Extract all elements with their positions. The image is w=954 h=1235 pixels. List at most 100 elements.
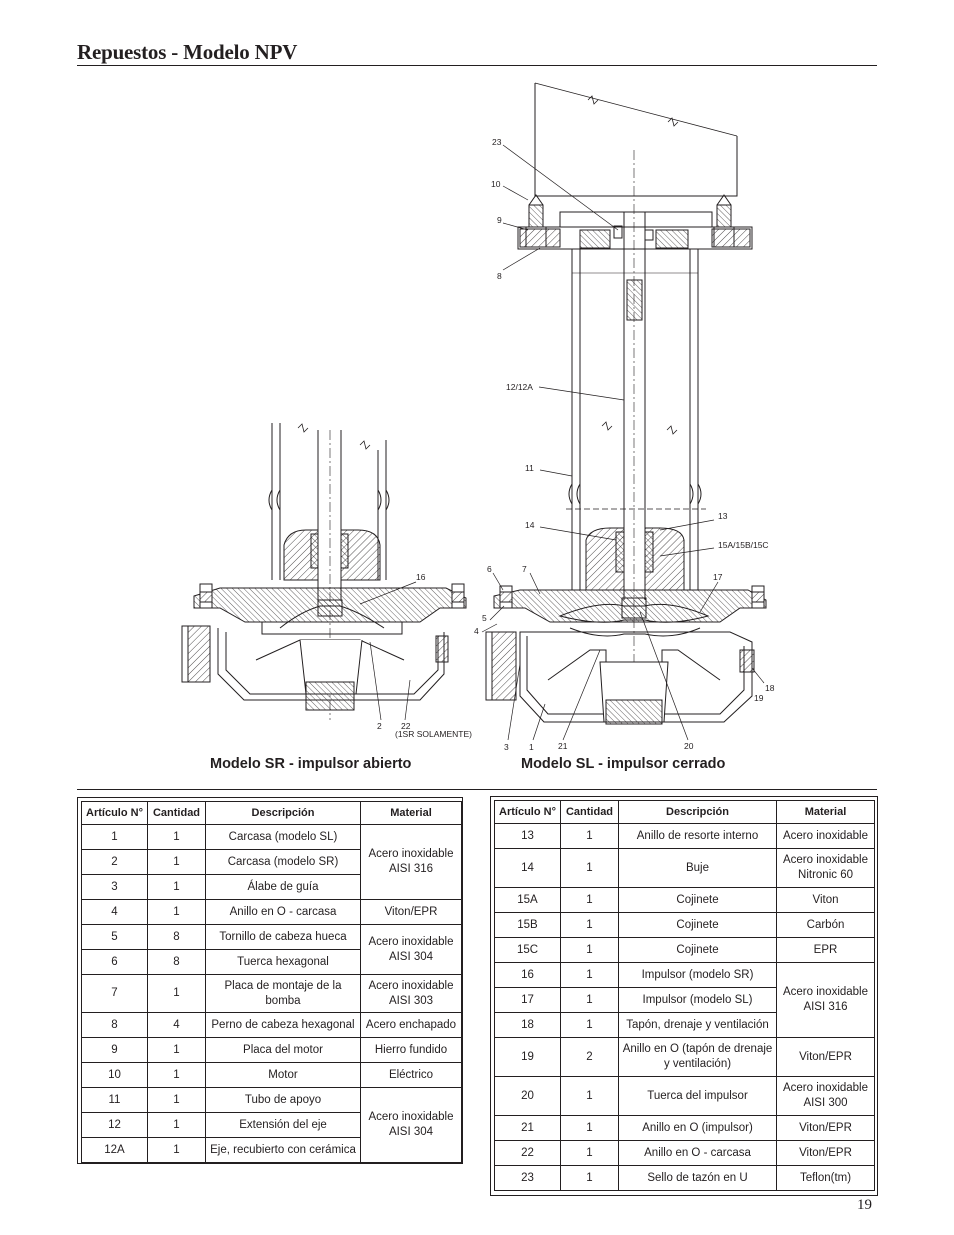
cell-qty: 1 [560, 1076, 619, 1116]
table-row: 15C 1 Cojinete EPR [494, 937, 875, 963]
table-row: 2 1 Carcasa (modelo SR) [81, 849, 462, 875]
table-header-row: Artículo N° Cantidad Descripción Materia… [494, 800, 875, 824]
cell-qty: 1 [147, 1062, 206, 1088]
callout-22: 22 [401, 721, 411, 731]
cell-material: Acero enchapado [360, 1012, 462, 1038]
cell-desc: Impulsor (modelo SL) [618, 987, 777, 1013]
cell-desc: Anillo en O (tapón de drenaje y ventilac… [618, 1037, 777, 1077]
cell-desc: Buje [618, 848, 777, 888]
callout-1: 1 [529, 742, 534, 752]
cell-material: Viton/EPR [776, 1115, 875, 1141]
callout-8: 8 [497, 271, 502, 281]
table-row: 6 8 Tuerca hexagonal [81, 949, 462, 975]
cell-qty: 1 [560, 848, 619, 888]
cell-material: Carbón [776, 912, 875, 938]
callout-20: 20 [684, 741, 694, 751]
cell-material: Eléctrico [360, 1062, 462, 1088]
cell-qty: 8 [147, 924, 206, 950]
cell-desc: Impulsor (modelo SR) [618, 962, 777, 988]
header-desc: Descripción [205, 801, 361, 825]
table-row: 10 1 Motor Eléctrico [81, 1062, 462, 1088]
cell-item: 10 [81, 1062, 148, 1088]
parts-table-left: Artículo N° Cantidad Descripción Materia… [77, 797, 463, 1164]
cell-qty: 1 [147, 1112, 206, 1138]
cell-material: Acero inoxidable Nitronic 60 [776, 848, 875, 888]
cell-item: 15A [494, 887, 561, 913]
cell-item: 17 [494, 987, 561, 1013]
cell-desc: Anillo en O - carcasa [205, 899, 361, 925]
header-material: Material [776, 800, 875, 824]
table-row: 21 1 Anillo en O (impulsor) Viton/EPR [494, 1115, 875, 1141]
table-row: 8 4 Perno de cabeza hexagonal Acero ench… [81, 1012, 462, 1038]
cell-desc: Anillo en O (impulsor) [618, 1115, 777, 1141]
parts-table-left-grid: Artículo N° Cantidad Descripción Materia… [81, 801, 462, 1163]
cell-material: Acero inoxidable AISI 304 [360, 924, 462, 975]
parts-table-right-grid: Artículo N° Cantidad Descripción Materia… [494, 800, 875, 1191]
callout-17: 17 [713, 572, 723, 582]
cell-qty: 2 [560, 1037, 619, 1077]
callout-4: 4 [474, 626, 479, 636]
page-title: Repuestos - Modelo NPV [77, 40, 298, 64]
parts-table-right: Artículo N° Cantidad Descripción Materia… [490, 796, 878, 1196]
table-row: 4 1 Anillo en O - carcasa Viton/EPR [81, 899, 462, 925]
header-material: Material [360, 801, 462, 825]
callout-2: 2 [377, 721, 382, 731]
cell-item: 18 [494, 1012, 561, 1038]
cell-desc: Perno de cabeza hexagonal [205, 1012, 361, 1038]
callout-18: 18 [765, 683, 775, 693]
cell-item: 23 [494, 1165, 561, 1191]
parts-diagram: 23 10 9 8 12/12A 11 14 13 15A/15B/15C 6 … [181, 82, 775, 752]
cell-material: Acero inoxidable AISI 300 [776, 1076, 875, 1116]
table-row: 18 1 Tapón, drenaje y ventilación [494, 1012, 875, 1038]
callout-11: 11 [525, 463, 534, 473]
cell-desc: Eje, recubierto con cerámica [205, 1137, 361, 1163]
cell-desc: Placa de montaje de la bomba [205, 974, 361, 1013]
header-item: Artículo N° [81, 801, 148, 825]
cell-qty: 1 [560, 937, 619, 963]
cell-desc: Cojinete [618, 887, 777, 913]
table-row: 22 1 Anillo en O - carcasa Viton/EPR [494, 1140, 875, 1166]
cell-material: Acero inoxidable AISI 316 [360, 824, 462, 900]
table-row: 3 1 Álabe de guía [81, 874, 462, 900]
cell-qty: 1 [560, 823, 619, 849]
cell-material: Viton/EPR [776, 1037, 875, 1077]
cell-item: 2 [81, 849, 148, 875]
cell-desc: Carcasa (modelo SR) [205, 849, 361, 875]
cell-desc: Cojinete [618, 912, 777, 938]
title-rule [77, 65, 877, 66]
cell-item: 20 [494, 1076, 561, 1116]
cell-item: 4 [81, 899, 148, 925]
callout-19: 19 [754, 693, 764, 703]
table-row: 13 1 Anillo de resorte interno Acero ino… [494, 823, 875, 849]
table-row: 19 2 Anillo en O (tapón de drenaje y ven… [494, 1037, 875, 1077]
header-qty: Cantidad [560, 800, 619, 824]
cell-qty: 1 [560, 1012, 619, 1038]
cell-qty: 4 [147, 1012, 206, 1038]
callout-23: 23 [492, 137, 502, 147]
cell-qty: 1 [560, 912, 619, 938]
cell-desc: Extensión del eje [205, 1112, 361, 1138]
cell-qty: 1 [147, 1087, 206, 1113]
table-row: 15A 1 Cojinete Viton [494, 887, 875, 913]
cell-material: Acero inoxidable AISI 316 [776, 962, 875, 1038]
cell-material: Acero inoxidable AISI 304 [360, 1087, 462, 1163]
cell-qty: 8 [147, 949, 206, 975]
header-item: Artículo N° [494, 800, 561, 824]
cell-qty: 1 [560, 962, 619, 988]
callout-10: 10 [491, 179, 501, 189]
cell-qty: 1 [147, 849, 206, 875]
callout-9: 9 [497, 215, 502, 225]
table-row: 5 8 Tornillo de cabeza hueca Acero inoxi… [81, 924, 462, 975]
caption-sr-model: Modelo SR - impulsor abierto [210, 756, 412, 772]
table-row: 16 1 Impulsor (modelo SR) Acero inoxidab… [494, 962, 875, 1038]
cell-qty: 1 [147, 1137, 206, 1163]
cell-item: 21 [494, 1115, 561, 1141]
cell-desc: Carcasa (modelo SL) [205, 824, 361, 850]
cell-material: EPR [776, 937, 875, 963]
callout-5: 5 [482, 613, 487, 623]
cell-material: Hierro fundido [360, 1037, 462, 1063]
table-row: 9 1 Placa del motor Hierro fundido [81, 1037, 462, 1063]
header-desc: Descripción [618, 800, 777, 824]
callout-7: 7 [522, 564, 527, 574]
cell-desc: Tubo de apoyo [205, 1087, 361, 1113]
